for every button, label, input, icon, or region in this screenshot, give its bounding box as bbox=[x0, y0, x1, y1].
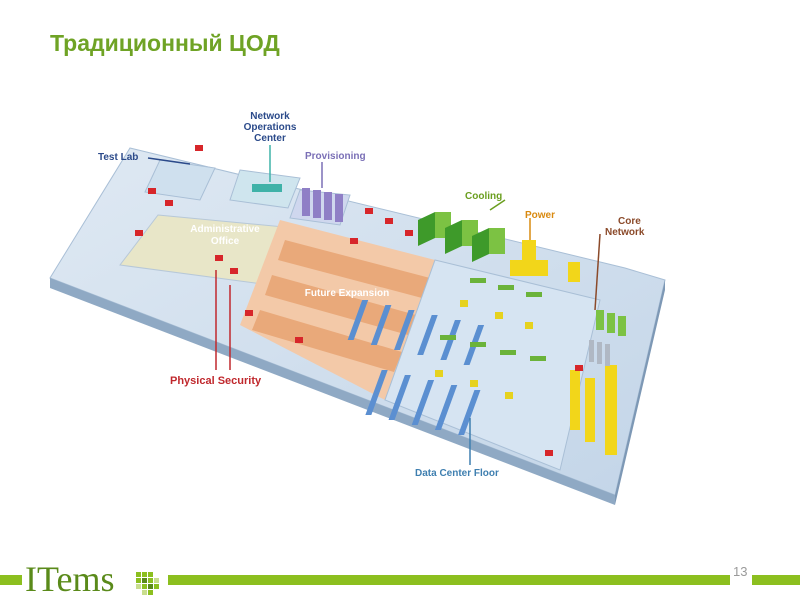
items-logo: ITems bbox=[25, 559, 115, 599]
label-core-line2: Network bbox=[605, 227, 645, 238]
label-core-line1: Core bbox=[618, 216, 641, 227]
cooling-units bbox=[418, 212, 505, 262]
label-cooling: Cooling bbox=[465, 191, 502, 202]
label-test-lab: Test Lab bbox=[98, 152, 138, 163]
label-power: Power bbox=[525, 210, 555, 221]
test-lab-room bbox=[144, 159, 216, 201]
footer-accent-bar bbox=[168, 575, 730, 585]
noc-room bbox=[229, 169, 301, 209]
data-center-floor-area bbox=[347, 259, 601, 471]
label-noc-line2: Operations bbox=[244, 122, 297, 133]
label-pointers bbox=[147, 145, 601, 465]
slide-footer: ITems 13 bbox=[0, 559, 800, 600]
page-number: 13 bbox=[733, 564, 748, 579]
label-provisioning: Provisioning bbox=[305, 151, 366, 162]
label-noc-line3: Center bbox=[254, 133, 286, 144]
label-admin-line1: Administrative bbox=[190, 224, 260, 235]
power-units bbox=[510, 240, 617, 455]
label-data-center-floor: Data Center Floor bbox=[415, 468, 499, 479]
slide-title: Традиционный ЦОД bbox=[50, 30, 280, 56]
label-physical-security: Physical Security bbox=[170, 375, 262, 387]
provisioning-racks bbox=[289, 188, 351, 226]
data-center-diagram: Test Lab Network Operations Center Provi… bbox=[40, 100, 680, 510]
core-network-equipment bbox=[589, 310, 626, 366]
physical-security-devices bbox=[135, 145, 583, 456]
label-admin-line2: Office bbox=[211, 236, 240, 247]
footer-accent-bar-end bbox=[752, 575, 800, 585]
future-expansion-area bbox=[240, 220, 435, 400]
items-logo-icon bbox=[136, 572, 159, 595]
label-noc-line1: Network bbox=[250, 111, 290, 122]
footer-accent-bar-left bbox=[0, 575, 22, 585]
label-future-expansion: Future Expansion bbox=[305, 288, 389, 299]
